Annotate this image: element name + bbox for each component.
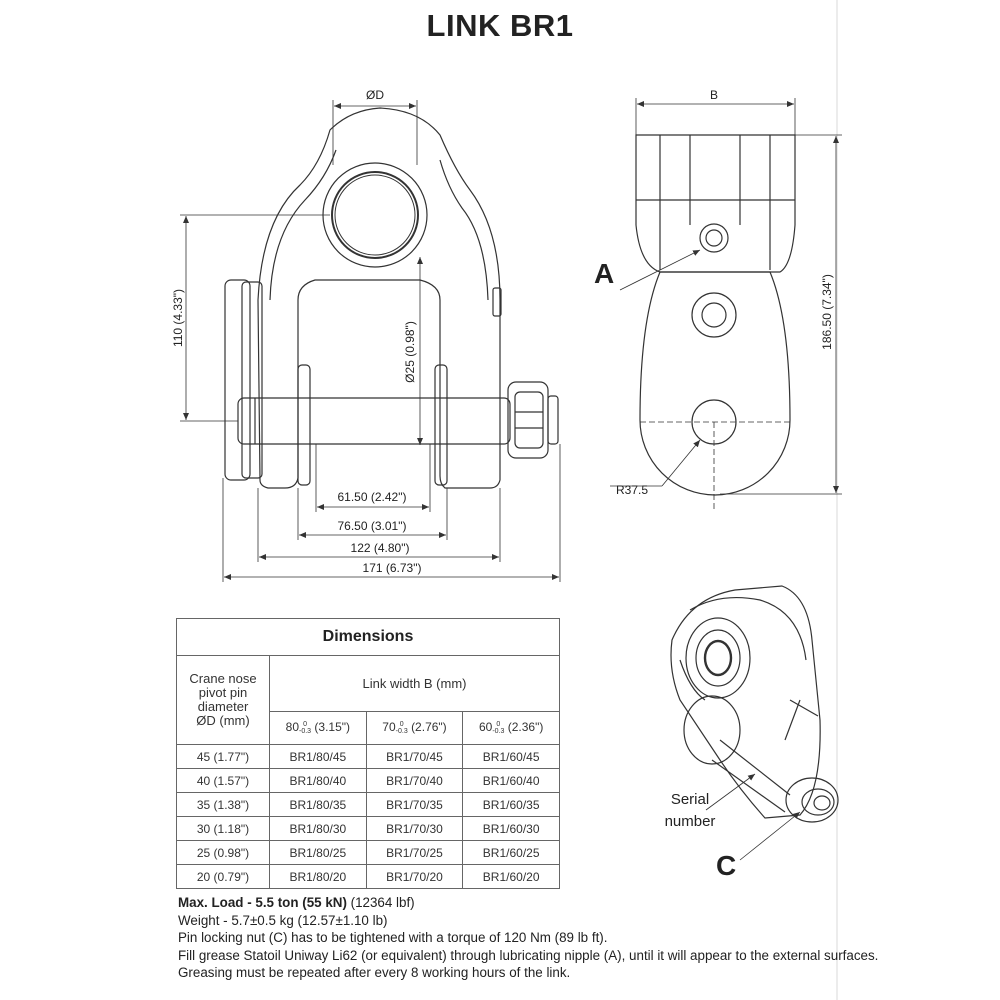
pin-eye-outer	[322, 162, 428, 268]
dim-radius-label: R37.5	[616, 483, 648, 497]
grease-note: Fill grease Statoil Uniway Li62 (or equi…	[178, 947, 879, 963]
dim-inner-label: 61.50 (2.42")	[338, 490, 407, 504]
dimensions-table: Dimensions Crane nose pivot pin diameter…	[176, 618, 560, 889]
col-link-width-header: Link width B (mm)	[269, 655, 560, 712]
torque-note: Pin locking nut (C) has to be tightened …	[178, 930, 608, 945]
side-view	[635, 134, 796, 496]
front-view	[224, 107, 559, 489]
notes-block: Max. Load - 5.5 ton (55 kN) (12364 lbf) …	[178, 894, 878, 982]
side-view-dimensions	[610, 98, 842, 510]
callout-a: A	[594, 258, 614, 289]
page-title: LINK BR1	[426, 8, 574, 43]
iso-leaders	[705, 773, 801, 861]
link-plate	[639, 271, 791, 496]
left-plate	[224, 279, 251, 481]
dim-pin-length-label: 122 (4.80")	[351, 541, 410, 555]
dim-height-label: 110 (4.33")	[171, 289, 185, 347]
dim-width-label: B	[710, 88, 718, 102]
dim-pin-dia-label: Ø25 (0.98")	[403, 321, 417, 383]
dim-side-height-label: 186.50 (7.34")	[820, 274, 834, 350]
pin-eye-inner	[331, 171, 419, 259]
iso-locking-nut	[785, 777, 839, 823]
serial-label-line1: Serial	[671, 791, 709, 808]
front-view-dimensions	[180, 100, 561, 582]
dim-overall-label: 171 (6.73")	[363, 561, 422, 575]
table-caption: Dimensions	[176, 618, 560, 656]
iso-view	[670, 585, 839, 823]
callout-c: C	[716, 850, 736, 881]
dim-between-label: 76.50 (3.01")	[338, 519, 407, 533]
pin	[237, 397, 511, 445]
serial-label-line2: number	[665, 813, 716, 830]
page-divider	[836, 0, 838, 1000]
dim-pin-diameter-label: ØD	[366, 88, 384, 102]
max-load-line: Max. Load - 5.5 ton (55 kN) (12364 lbf)	[178, 895, 415, 910]
col-pin-diameter-header: Crane nose pivot pin diameter ØD (mm)	[176, 655, 270, 745]
yoke-outline	[257, 107, 501, 489]
greasing-interval-note: Greasing must be repeated after every 8 …	[178, 965, 571, 980]
grease-nipple	[699, 223, 729, 253]
weight-line: Weight - 5.7±0.5 kg (12.57±1.10 lb)	[178, 912, 388, 928]
